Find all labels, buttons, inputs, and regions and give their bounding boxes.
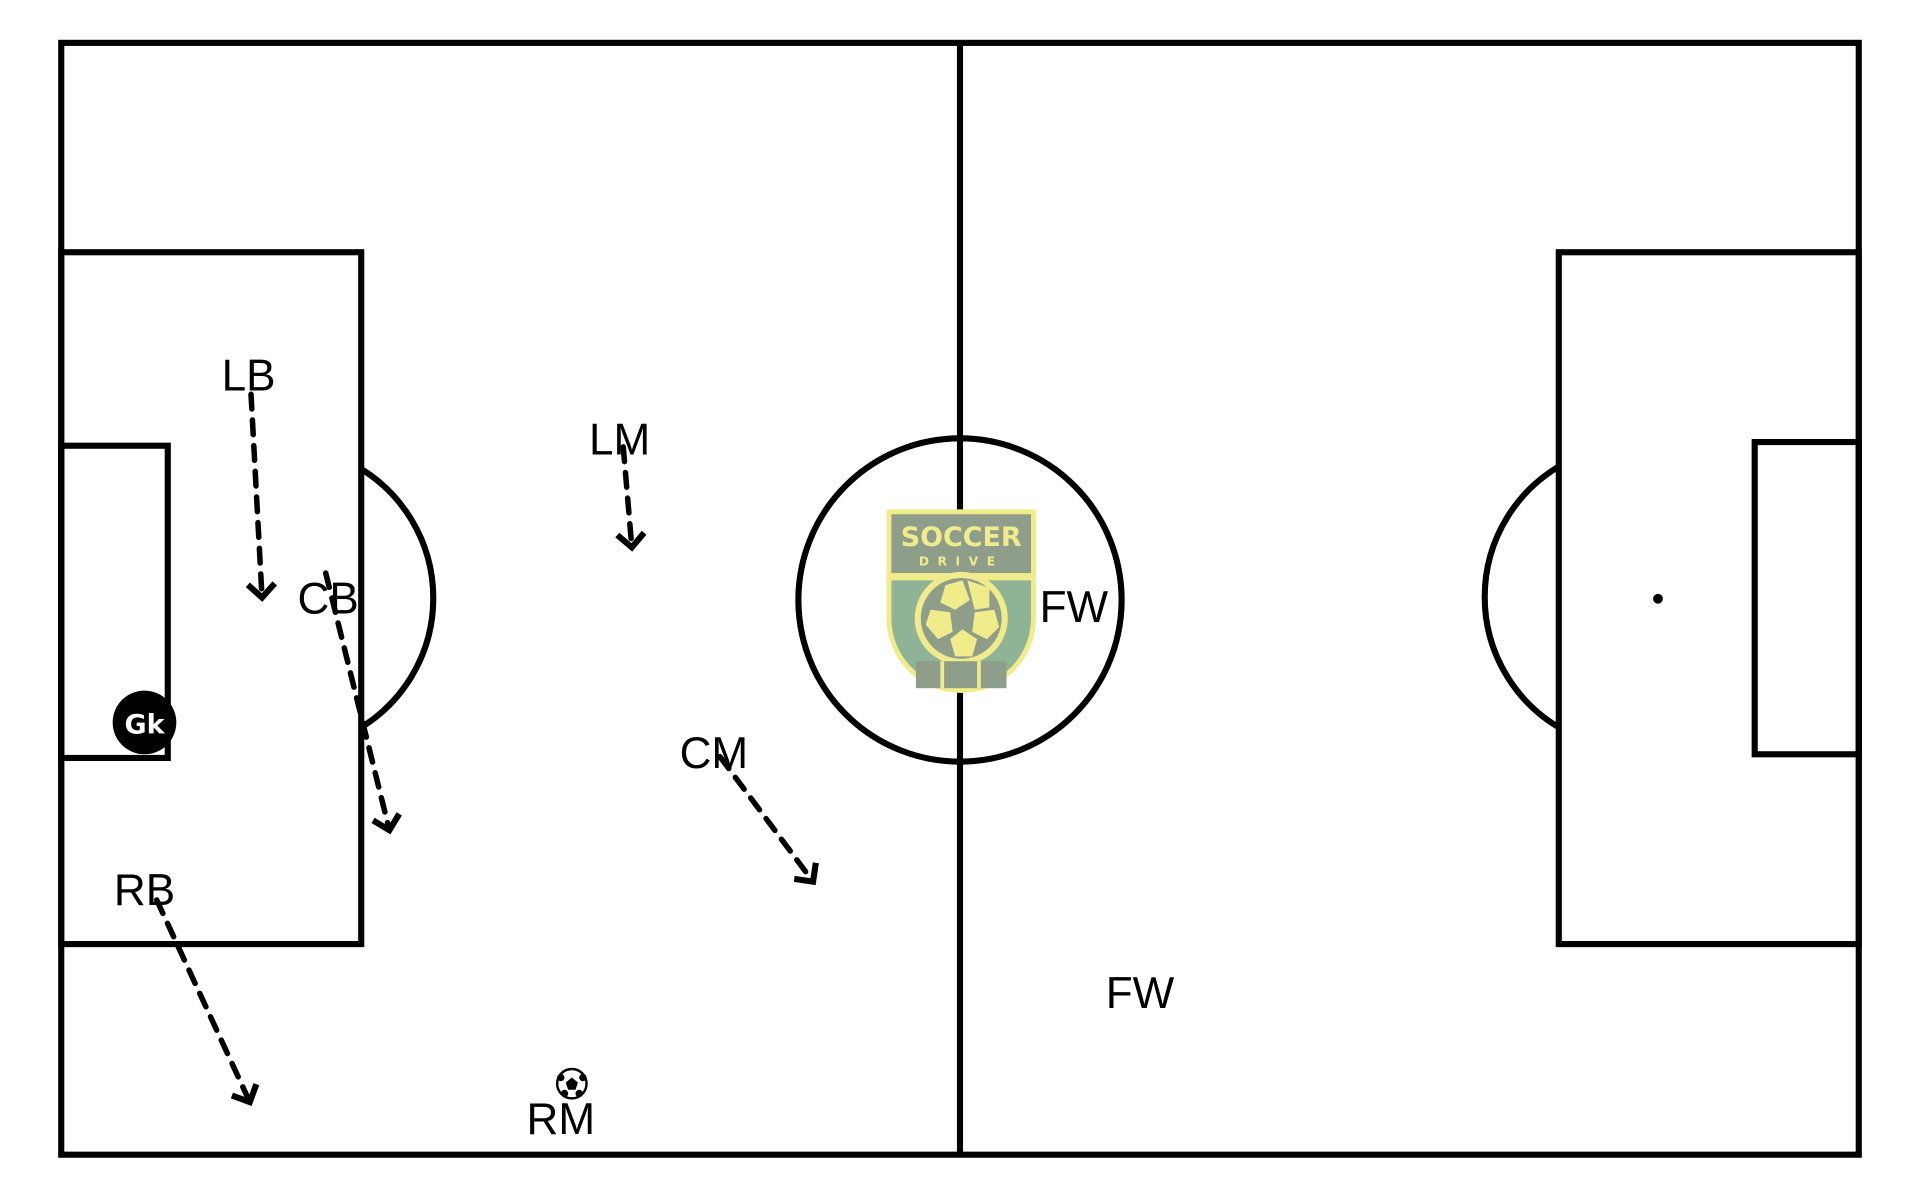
arrowhead-icon xyxy=(245,581,278,602)
left-goal-box xyxy=(58,442,171,762)
right-goal-box xyxy=(1751,438,1862,758)
right-penalty-box xyxy=(1555,249,1862,948)
player-lm[interactable]: LM xyxy=(589,415,650,464)
arrowhead-icon xyxy=(793,862,819,886)
team-logo: SOCCER DRIVE xyxy=(886,509,1036,694)
right-penalty-arc xyxy=(1481,463,1561,730)
penalty-spot xyxy=(1653,593,1663,604)
arrowhead-icon xyxy=(230,1083,260,1106)
arrowhead-icon xyxy=(371,812,402,835)
goalkeeper-marker xyxy=(112,690,177,755)
run-line-rb xyxy=(153,897,253,1105)
run-line-lm xyxy=(620,444,635,551)
logo-title: SOCCER xyxy=(901,522,1022,553)
goalkeeper-label: Gk xyxy=(124,709,165,740)
pitch-markings xyxy=(58,39,1862,1158)
player-runs xyxy=(153,391,819,1106)
left-penalty-arc xyxy=(359,466,437,730)
run-line-cb xyxy=(322,570,393,833)
goalkeeper[interactable]: Gk xyxy=(112,690,177,755)
ball-icon[interactable] xyxy=(555,1067,588,1100)
player-cb[interactable]: CB xyxy=(298,574,359,623)
player-cm[interactable]: CM xyxy=(680,729,749,778)
run-line-cm xyxy=(717,753,816,885)
player-lb[interactable]: LB xyxy=(222,352,276,401)
logo-subtitle: DRIVE xyxy=(919,555,1004,569)
player-fw[interactable]: FW xyxy=(1040,583,1109,632)
center-circle xyxy=(795,435,1125,765)
player-rm[interactable]: RM xyxy=(527,1095,596,1144)
run-line-lb xyxy=(248,391,265,601)
players: LB CB LM CM RB RM FW FW xyxy=(114,352,1175,1144)
player-rb[interactable]: RB xyxy=(114,866,175,915)
player-fw[interactable]: FW xyxy=(1106,969,1175,1018)
arrowhead-icon xyxy=(615,530,647,552)
